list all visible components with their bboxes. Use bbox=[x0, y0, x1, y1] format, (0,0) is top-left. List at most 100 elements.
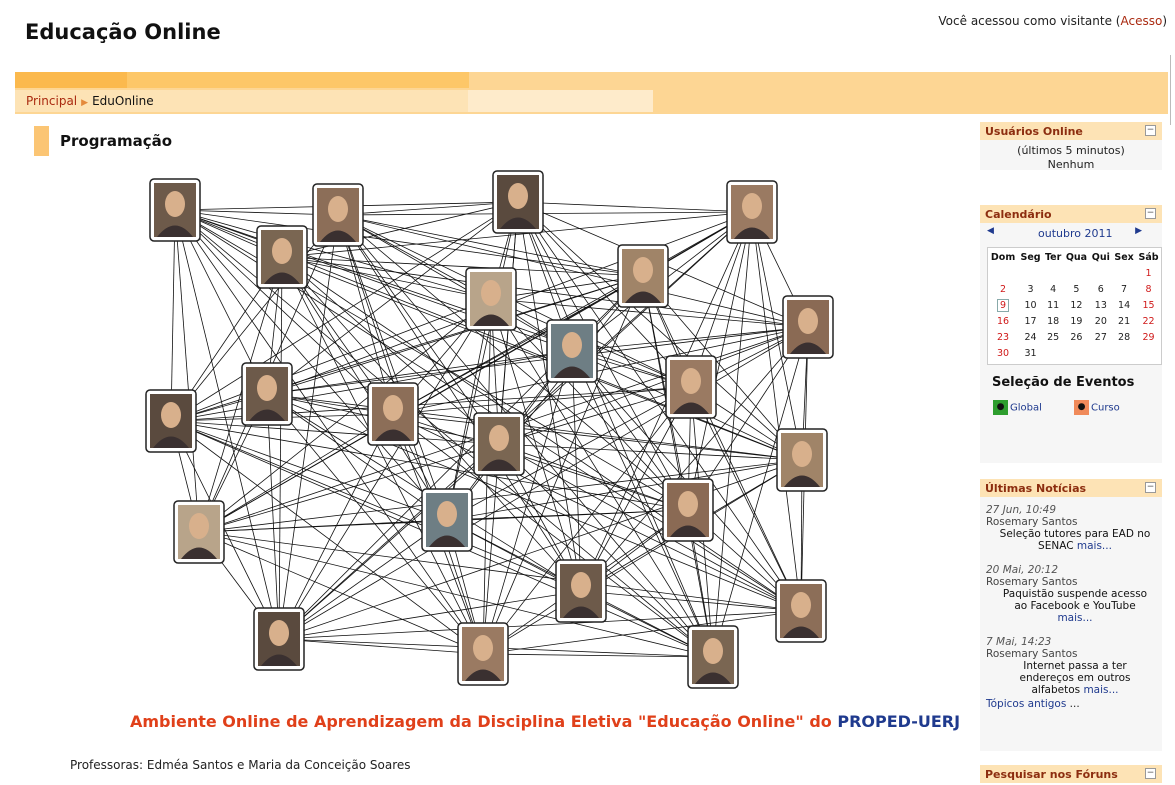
calendar-day[interactable]: 21 bbox=[1118, 315, 1131, 327]
calendar-day[interactable]: 13 bbox=[1094, 299, 1107, 311]
network-link bbox=[482, 298, 492, 655]
proped-link[interactable]: PROPED-UERJ bbox=[837, 712, 961, 731]
network-link bbox=[482, 350, 573, 655]
calendar-day[interactable]: 31 bbox=[1024, 347, 1037, 359]
profile-photo-thumbnail bbox=[776, 428, 828, 492]
network-link bbox=[278, 413, 394, 640]
breadcrumb-home-link[interactable]: Principal bbox=[26, 94, 78, 108]
old-topics: Tópicos antigos ... bbox=[986, 698, 1156, 710]
calendar-day[interactable]: 19 bbox=[1070, 315, 1083, 327]
calendar-day[interactable]: 27 bbox=[1094, 331, 1107, 343]
network-link bbox=[281, 256, 803, 461]
news-date: 27 Jun, 10:49 bbox=[986, 504, 1057, 516]
profile-photo-thumbnail bbox=[546, 319, 598, 383]
calendar-day[interactable]: 23 bbox=[997, 331, 1010, 343]
navbar-highlight bbox=[468, 90, 653, 112]
network-link bbox=[170, 420, 582, 592]
network-link bbox=[446, 201, 519, 521]
network-link bbox=[174, 209, 448, 521]
network-link bbox=[482, 459, 803, 655]
profile-photo-thumbnail bbox=[726, 180, 778, 244]
network-link bbox=[392, 386, 692, 415]
calendar-day[interactable]: 2 bbox=[1000, 283, 1007, 295]
network-link bbox=[266, 393, 280, 640]
global-events-toggle[interactable]: ●Global bbox=[993, 400, 1042, 415]
calendar-day[interactable]: 22 bbox=[1142, 315, 1155, 327]
login-prefix: Você acessou como visitante ( bbox=[938, 14, 1121, 28]
calendar-day[interactable]: 7 bbox=[1121, 283, 1128, 295]
network-link bbox=[337, 214, 448, 521]
calendar-day[interactable]: 11 bbox=[1047, 299, 1060, 311]
profile-photo-thumbnail bbox=[782, 295, 834, 359]
calendar-day[interactable]: 20 bbox=[1094, 315, 1107, 327]
news-more-link[interactable]: mais... bbox=[1083, 684, 1119, 696]
network-link bbox=[490, 298, 582, 592]
old-topics-link[interactable]: Tópicos antigos bbox=[986, 698, 1067, 710]
course-events-toggle[interactable]: ●Curso bbox=[1074, 400, 1120, 415]
network-link bbox=[498, 443, 802, 612]
collapse-icon[interactable]: − bbox=[1145, 208, 1156, 219]
network-link bbox=[170, 298, 492, 422]
calendar-day[interactable]: 14 bbox=[1118, 299, 1131, 311]
calendar-day[interactable]: 17 bbox=[1024, 315, 1037, 327]
network-link bbox=[712, 326, 809, 658]
calendar-day[interactable]: 18 bbox=[1047, 315, 1060, 327]
scrollbar-edge[interactable] bbox=[1170, 55, 1174, 125]
profile-photo-thumbnail bbox=[665, 355, 717, 419]
collapse-icon[interactable]: − bbox=[1145, 125, 1156, 136]
network-link bbox=[170, 420, 689, 511]
network-link bbox=[266, 201, 519, 395]
network-link bbox=[337, 214, 644, 277]
calendar-day[interactable]: 16 bbox=[997, 315, 1010, 327]
collapse-icon[interactable]: − bbox=[1145, 482, 1156, 493]
calendar-weekday: Seg bbox=[1020, 252, 1041, 263]
calendar-day[interactable]: 3 bbox=[1027, 283, 1034, 295]
news-more-link[interactable]: mais... bbox=[1057, 612, 1093, 624]
prev-month-icon[interactable]: ◀ bbox=[987, 226, 994, 236]
calendar-week: 1 bbox=[988, 265, 1161, 281]
calendar-day[interactable]: 30 bbox=[997, 347, 1010, 359]
calendar-day[interactable]: 1 bbox=[1145, 267, 1152, 279]
login-link[interactable]: Acesso bbox=[1120, 14, 1163, 28]
network-link bbox=[392, 413, 803, 461]
calendar-month-link[interactable]: outubro 2011 bbox=[1038, 227, 1113, 240]
forum-search-header: Pesquisar nos Fóruns − bbox=[980, 765, 1162, 783]
calendar-day[interactable]: 9 bbox=[988, 297, 1018, 313]
network-link bbox=[198, 459, 803, 533]
network-link bbox=[174, 209, 280, 640]
network-link bbox=[517, 201, 689, 511]
calendar-day[interactable]: 24 bbox=[1024, 331, 1037, 343]
profile-photo-thumbnail bbox=[662, 478, 714, 542]
calendar-day[interactable]: 26 bbox=[1070, 331, 1083, 343]
online-users-body: (últimos 5 minutos) Nenhum bbox=[980, 140, 1162, 171]
network-link bbox=[337, 214, 689, 511]
calendar-day bbox=[1112, 345, 1136, 361]
network-link bbox=[278, 214, 339, 640]
next-month-icon[interactable]: ▶ bbox=[1135, 226, 1142, 236]
network-link bbox=[170, 201, 519, 422]
network-link bbox=[580, 590, 802, 612]
network-link bbox=[490, 298, 809, 328]
calendar-day[interactable]: 29 bbox=[1142, 331, 1155, 343]
calendar-day[interactable]: 25 bbox=[1047, 331, 1060, 343]
calendar-day[interactable]: 28 bbox=[1118, 331, 1131, 343]
calendar-day bbox=[1090, 345, 1112, 361]
calendar-day[interactable]: 8 bbox=[1145, 283, 1152, 295]
calendar-day[interactable]: 15 bbox=[1142, 299, 1155, 311]
calendar-day[interactable]: 10 bbox=[1024, 299, 1037, 311]
network-link bbox=[174, 209, 492, 300]
calendar-day[interactable]: 5 bbox=[1073, 283, 1080, 295]
profile-photo-thumbnail bbox=[473, 412, 525, 476]
collapse-icon[interactable]: − bbox=[1145, 768, 1156, 779]
news-more-link[interactable]: mais... bbox=[1076, 540, 1112, 552]
profile-photo-thumbnail bbox=[617, 244, 669, 308]
news-author: Rosemary Santos bbox=[986, 576, 1078, 588]
calendar-weekday: Qui bbox=[1091, 252, 1110, 263]
calendar-day[interactable]: 4 bbox=[1050, 283, 1057, 295]
calendar-day[interactable]: 6 bbox=[1097, 283, 1104, 295]
event-filters: ●Global ●Curso bbox=[980, 398, 1162, 424]
profile-photo-thumbnail bbox=[241, 362, 293, 426]
calendar-day[interactable]: 12 bbox=[1070, 299, 1083, 311]
